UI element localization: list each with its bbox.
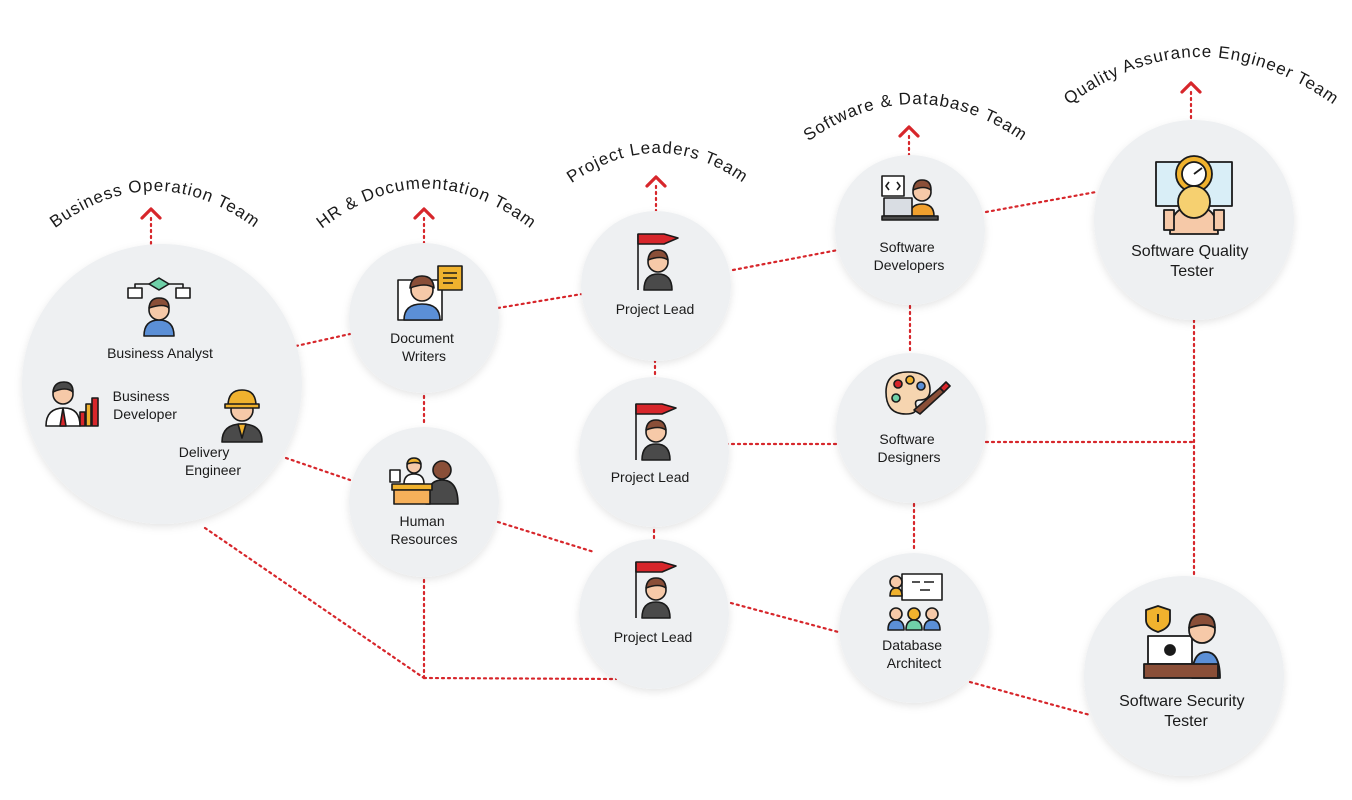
writer-person-icon	[397, 265, 463, 321]
chevron-up-icons	[140, 81, 1202, 220]
flag-person-icon	[635, 403, 677, 461]
hr-meeting-icon	[389, 457, 459, 505]
label-software-quality-tester: Software Quality Tester	[1131, 243, 1253, 280]
flowchart-person-icon	[127, 277, 191, 337]
security-tester-laptop-icon	[1143, 605, 1221, 679]
palette-brush-icon	[885, 371, 951, 415]
gear-gauge-tester-icon	[1155, 155, 1233, 235]
chevron-up-icon	[645, 175, 667, 188]
label-database-architect: Database Architect	[882, 637, 946, 671]
label-project-lead-1: Project Lead	[616, 301, 695, 317]
connector-lines	[149, 90, 1196, 717]
hardhat-engineer-icon	[221, 389, 263, 443]
flag-person-icon	[635, 561, 677, 619]
label-project-lead-3: Project Lead	[614, 629, 693, 645]
database-team-board-icon	[887, 573, 943, 631]
business-circle	[22, 244, 302, 524]
chevron-up-icon	[1180, 81, 1202, 94]
node-labels: Business Analyst Business Developer Deli…	[107, 239, 1253, 730]
label-business-developer: Business Developer	[113, 388, 178, 422]
label-human-resources: Human Resources	[391, 513, 458, 547]
chevron-up-icon	[140, 207, 162, 220]
team-title-quality-assurance: Quality Assurance Engineer Team	[1060, 42, 1342, 108]
label-software-developers: Software Developers	[874, 239, 945, 273]
team-title-business: Business Operation Team	[46, 176, 264, 232]
team-title-software-database: Software & Database Team	[800, 89, 1031, 145]
team-title-hr: HR & Documentation Team	[313, 173, 540, 232]
label-business-analyst: Business Analyst	[107, 345, 213, 361]
chevron-up-icon	[413, 207, 435, 220]
label-software-security-tester: Software Security Tester	[1119, 693, 1249, 730]
chevron-up-icon	[898, 125, 920, 138]
business-chart-person-icon	[45, 381, 99, 427]
label-software-designers: Software Designers	[877, 431, 940, 465]
developer-laptop-icon	[881, 175, 939, 221]
label-delivery-engineer: Delivery Engineer	[179, 444, 242, 478]
label-document-writers: Document Writers	[390, 330, 458, 364]
flag-person-icon	[637, 233, 679, 291]
software-designers-circle	[836, 353, 986, 503]
software-developers-circle	[835, 155, 985, 305]
label-project-lead-2: Project Lead	[611, 469, 690, 485]
